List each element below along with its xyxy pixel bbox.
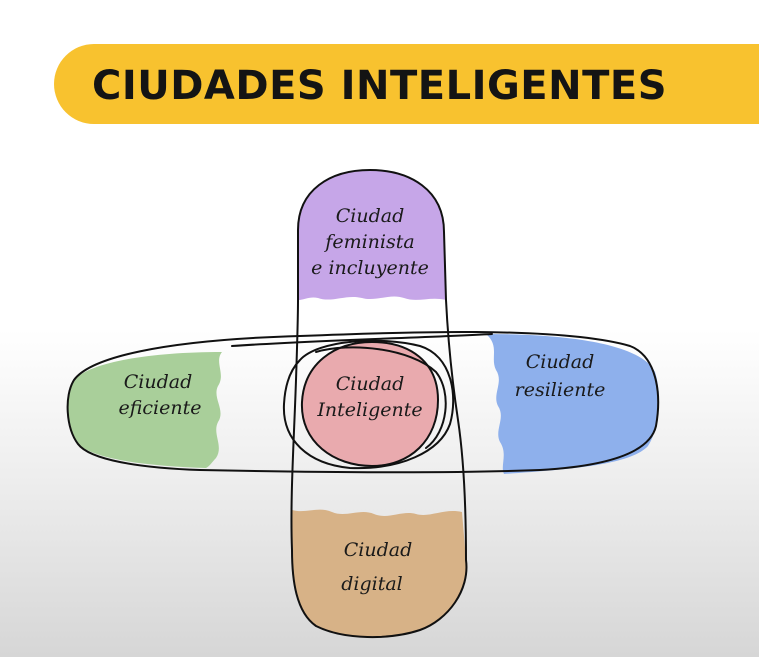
left-label-line-2: eficiente bbox=[119, 397, 202, 419]
horizontal-outline bbox=[66, 330, 660, 474]
center-loop-inner bbox=[315, 346, 447, 449]
right-label: Ciudad resiliente bbox=[515, 351, 606, 401]
right-label-line-1: Ciudad bbox=[526, 351, 595, 373]
page-title: CIUDADES INTELIGENTES bbox=[91, 63, 668, 109]
bottom-fill bbox=[292, 509, 467, 638]
bottom-label-line-2: digital bbox=[341, 573, 403, 595]
bottom-label-line-1: Ciudad bbox=[344, 539, 413, 561]
center-outline bbox=[300, 341, 439, 467]
right-fill bbox=[486, 334, 660, 474]
left-label: Ciudad eficiente bbox=[119, 371, 202, 419]
center-fill bbox=[301, 342, 438, 466]
center-label-line-1: Ciudad bbox=[336, 373, 405, 395]
vertical-outline bbox=[290, 169, 468, 639]
right-label-line-2: resiliente bbox=[515, 379, 606, 401]
top-label-line-1: Ciudad bbox=[336, 205, 405, 227]
horizontal-outline-second bbox=[231, 333, 493, 347]
top-label-line-3: e incluyente bbox=[311, 257, 429, 279]
top-label: Ciudad feminista e incluyente bbox=[311, 205, 429, 279]
bottom-label: Ciudad digital bbox=[341, 539, 412, 595]
left-label-line-1: Ciudad bbox=[124, 371, 193, 393]
center-label: Ciudad Inteligente bbox=[316, 373, 422, 421]
left-fill bbox=[67, 352, 222, 468]
top-label-line-2: feminista bbox=[323, 231, 414, 253]
top-fill bbox=[298, 170, 446, 300]
center-loop-outer bbox=[282, 339, 455, 470]
center-label-line-2: Inteligente bbox=[316, 399, 422, 421]
title-banner bbox=[54, 44, 759, 124]
